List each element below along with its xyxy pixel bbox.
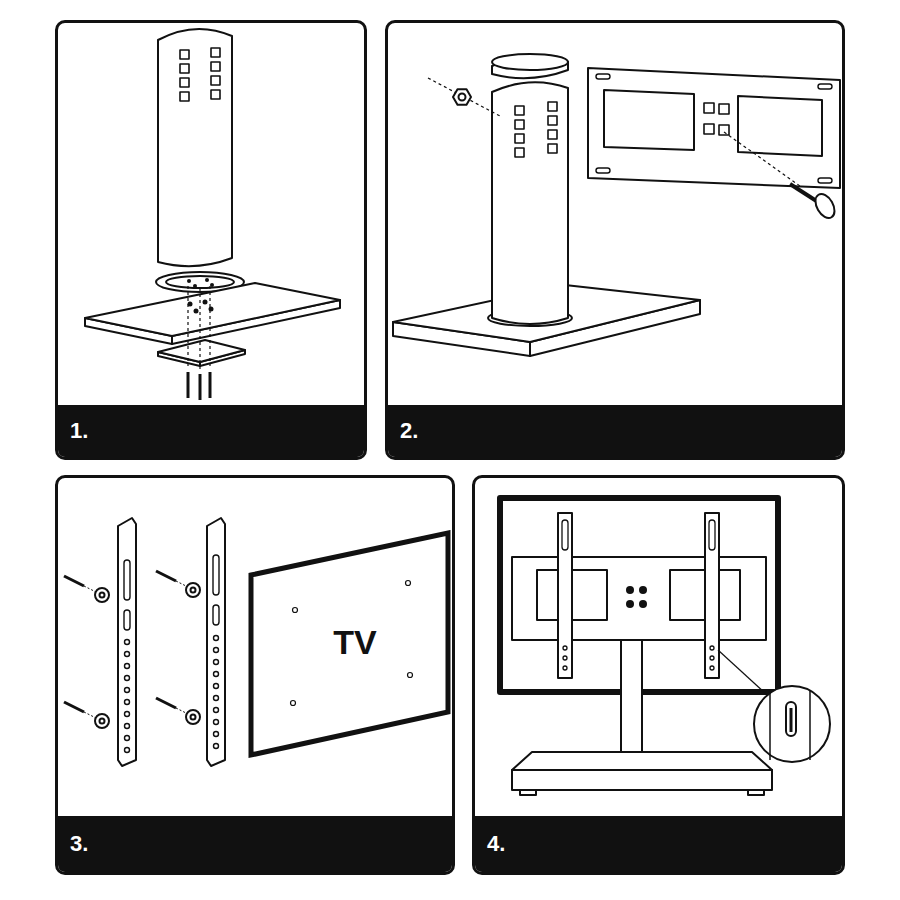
step4-drawing — [500, 498, 830, 795]
step-number: 2. — [400, 418, 418, 444]
step-panel: 4. — [472, 475, 845, 875]
step-number: 1. — [70, 418, 88, 444]
tv-screen: TV — [248, 530, 453, 760]
step1-drawing — [85, 29, 340, 400]
step-band: 3. — [58, 816, 452, 872]
step3-drawing — [64, 518, 225, 766]
step-band: 4. — [475, 816, 842, 872]
step-number: 4. — [487, 831, 505, 857]
step-band: 2. — [388, 405, 842, 457]
step2-drawing — [393, 54, 840, 356]
step-panel: 1. — [55, 20, 367, 460]
step-panel: 3. TV — [55, 475, 455, 875]
step-panel: 2. — [385, 20, 845, 460]
step-band: 1. — [58, 405, 364, 457]
step-number: 3. — [70, 831, 88, 857]
tv-label: TV — [333, 624, 376, 661]
